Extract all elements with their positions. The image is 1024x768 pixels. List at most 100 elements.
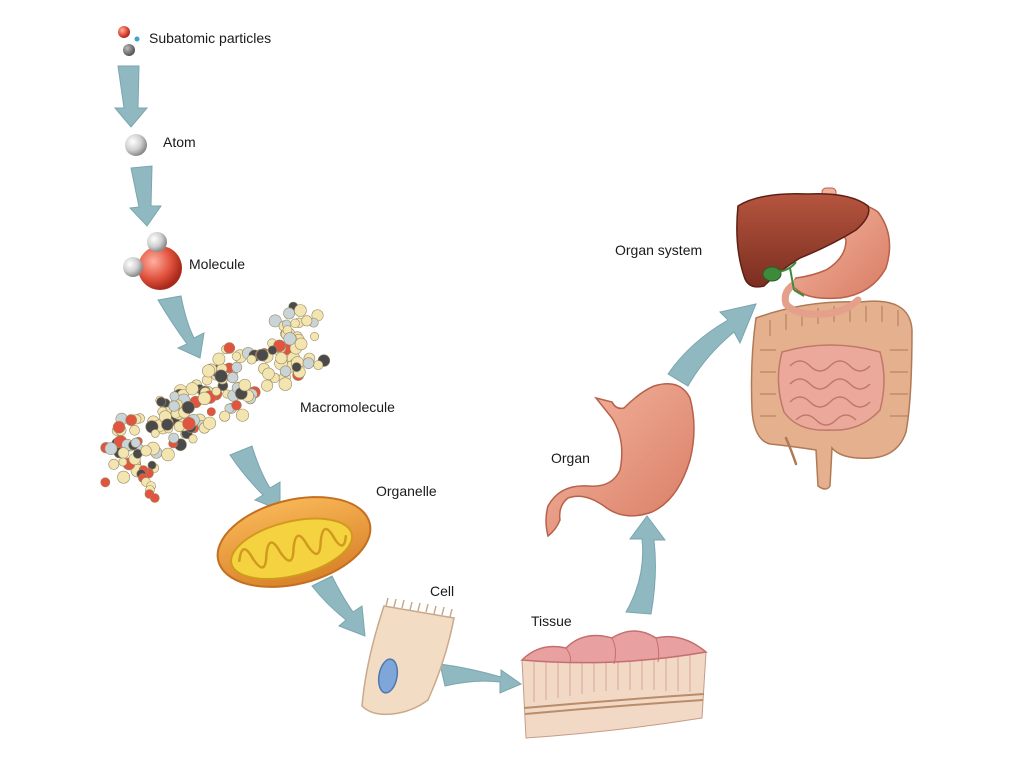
macromolecule-atom (262, 367, 275, 380)
macromolecule-atom (181, 400, 195, 414)
arrow-subatomic-to-atom (113, 65, 149, 128)
label-molecule: Molecule (189, 256, 245, 272)
macromolecule-atom (231, 351, 241, 361)
stomach (545, 383, 695, 538)
macromolecule-atom (129, 424, 140, 436)
macromolecule-atom (246, 354, 257, 365)
macromolecule-atom (168, 432, 179, 444)
tissue-top-cells (565, 637, 660, 665)
macromolecule-atom (161, 447, 175, 462)
label-macromolecule: Macromolecule (300, 399, 395, 415)
macromolecule-atom (161, 418, 174, 431)
mitochondrion-cristae (237, 527, 348, 569)
macromolecule-atom (118, 457, 128, 467)
organelle-figure (216, 496, 372, 588)
macromolecule-atom (268, 314, 282, 328)
small-intestine (777, 344, 885, 431)
duodenum (781, 278, 862, 318)
macromolecule-atom (169, 391, 180, 402)
macromolecule-atom (310, 331, 320, 341)
macromolecule-atom (108, 458, 120, 470)
macromolecule-atom (125, 414, 137, 426)
arrow-cell-to-tissue (439, 663, 523, 694)
tissue-figure (520, 630, 708, 739)
tissue-layer-lines (523, 693, 705, 715)
macromolecule-atom (140, 445, 152, 457)
macromolecule-atom (302, 357, 315, 370)
macromolecule-atom (238, 378, 252, 392)
macromolecule-atom (150, 493, 160, 503)
macromolecule-atom (283, 307, 295, 320)
cell-nucleus (377, 658, 399, 694)
macromolecule-atom (117, 470, 130, 484)
macromolecule-atom (313, 360, 324, 370)
small-intestine-coils (789, 360, 871, 426)
macromolecule-atom (290, 318, 300, 328)
arrow-tissue-to-organ (625, 515, 666, 615)
arrow-organelle-to-cell (311, 575, 366, 637)
macromolecule-atom (206, 407, 216, 417)
arrow-atom-to-molecule (128, 165, 162, 227)
macromolecule-atom (214, 369, 228, 383)
macromolecule-figure (100, 301, 331, 503)
macromolecule-atom (104, 442, 118, 455)
macromolecule-atom (130, 437, 141, 448)
macromolecule-atom (185, 382, 199, 396)
gallbladder (762, 266, 782, 282)
appendix (784, 436, 798, 466)
macromolecule-atom (231, 400, 242, 411)
macromolecule-atom (301, 315, 313, 327)
tissue-striations (533, 650, 691, 702)
liver (736, 193, 870, 288)
bile-ducts (777, 261, 805, 297)
macromolecule-atom (278, 377, 292, 391)
label-organelle: Organelle (376, 483, 437, 499)
tissue-top (520, 630, 708, 664)
macromolecule-atom (197, 391, 212, 406)
macromolecule-atom (291, 362, 302, 372)
cell-microvilli (385, 597, 453, 618)
macromolecule-atom (203, 416, 217, 430)
macromolecule-atom (294, 304, 307, 317)
neutron-particle (123, 44, 135, 56)
macromolecule-atom (212, 352, 226, 366)
macromolecule-atom (275, 352, 288, 365)
flow-arrows (113, 65, 757, 694)
atom-figure (125, 134, 147, 156)
macromolecule-atom (256, 348, 269, 362)
arrow-organ-to-organ-system (667, 303, 757, 387)
macromolecule-atom (211, 386, 221, 397)
macromolecule-atom (267, 345, 278, 355)
oxygen-atom (138, 246, 182, 290)
macromolecule-atom (223, 342, 236, 354)
macromolecule-atom (261, 379, 274, 392)
cell-body (361, 605, 455, 716)
macromolecule-atom (100, 477, 111, 488)
macromolecule-atom (236, 408, 250, 422)
macromolecule-atom (279, 365, 292, 377)
organ-system-figure (736, 187, 913, 490)
macromolecule-atom (202, 364, 216, 378)
arrow-macromolecule-to-organelle (229, 445, 281, 511)
macromolecule-atom (117, 447, 130, 459)
label-organ-system: Organ system (615, 242, 702, 258)
electron-particle (134, 36, 140, 42)
label-tissue: Tissue (531, 613, 572, 629)
macromolecule-atom (151, 429, 160, 438)
label-organ: Organ (551, 450, 590, 466)
stomach-small (793, 202, 891, 300)
macromolecule-atom (219, 410, 231, 422)
macromolecule-atom (231, 361, 243, 373)
macromolecule-atom (112, 421, 126, 434)
label-subatomic-particles: Subatomic particles (149, 30, 271, 46)
proton-particle (118, 26, 130, 38)
arrow-molecule-to-macromolecule (157, 295, 205, 359)
macromolecule-atom (168, 400, 180, 412)
macromolecule-atom (294, 337, 308, 351)
subatomic-particles-figure (118, 26, 140, 56)
molecule-figure (123, 232, 182, 290)
label-cell: Cell (430, 583, 454, 599)
hydrogen-atom-left (123, 257, 143, 277)
macromolecule-atom (227, 372, 239, 384)
